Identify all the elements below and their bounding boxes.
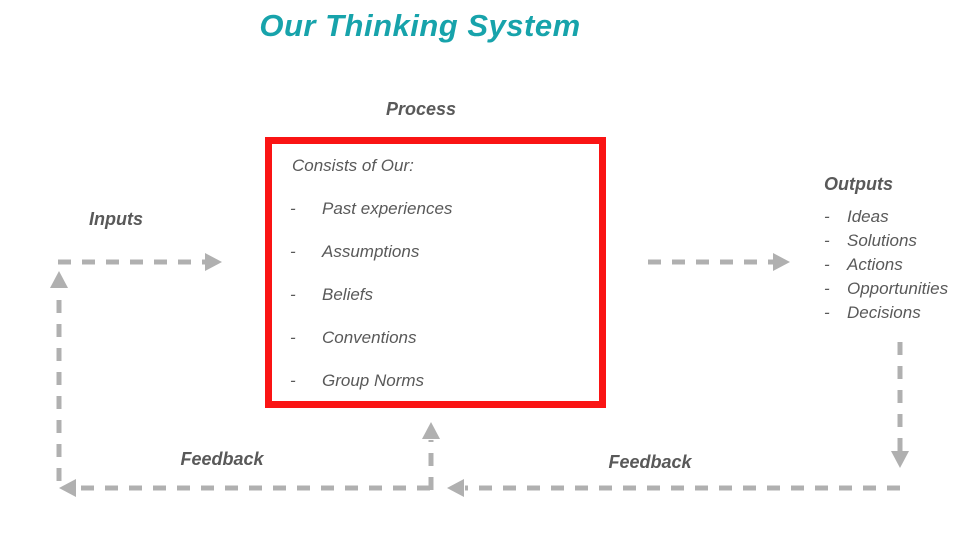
bullet-dash: - — [290, 371, 296, 390]
bullet-dash: - — [290, 242, 296, 261]
process-box-intro: Consists of Our: — [292, 156, 414, 175]
outputs-section: Outputs - Ideas - Solutions - Actions - … — [808, 174, 978, 325]
output-item-label: Ideas — [847, 207, 889, 226]
output-item: - Actions — [808, 253, 978, 277]
output-item-label: Actions — [847, 255, 903, 274]
process-label: Process — [385, 99, 457, 119]
process-item-label: Group Norms — [322, 371, 425, 390]
bullet-dash: - — [824, 279, 830, 298]
process-to-outputs-arrow — [648, 253, 790, 271]
output-item-label: Decisions — [847, 303, 921, 322]
output-item-label: Solutions — [847, 231, 917, 250]
process-item: - Past experiences — [290, 199, 599, 219]
output-item: - Decisions — [808, 301, 978, 325]
process-item-label: Beliefs — [322, 285, 374, 304]
bullet-dash: - — [824, 303, 830, 322]
feedback-up-into-process-arrow — [422, 422, 440, 490]
outputs-label: Outputs — [824, 174, 893, 194]
bullet-dash: - — [290, 199, 296, 218]
process-item-label: Conventions — [322, 328, 417, 347]
inputs-label: Inputs — [89, 209, 143, 229]
output-item: - Opportunities — [808, 277, 978, 301]
bullet-dash: - — [290, 285, 296, 304]
bullet-dash: - — [824, 231, 830, 250]
output-item: - Ideas — [808, 205, 978, 229]
bullet-dash: - — [824, 255, 830, 274]
feedback-right-horizontal-arrow — [447, 479, 900, 497]
feedback-left-vertical-arrow — [50, 271, 68, 481]
inputs-arrow — [58, 253, 222, 271]
process-item-label: Assumptions — [322, 242, 420, 261]
process-item: - Beliefs — [290, 285, 599, 305]
feedback-right-label: Feedback — [608, 452, 692, 472]
page-title: Our Thinking System — [259, 8, 581, 43]
feedback-left-label: Feedback — [180, 449, 264, 469]
process-item: - Assumptions — [290, 242, 599, 262]
outputs-down-arrow — [891, 342, 909, 468]
process-box: Consists of Our: - Past experiences - As… — [265, 137, 606, 408]
process-item: - Group Norms — [290, 371, 599, 391]
process-item-label: Past experiences — [322, 199, 453, 218]
process-item: - Conventions — [290, 328, 599, 348]
feedback-left-horizontal-arrow — [59, 479, 430, 497]
output-item-label: Opportunities — [847, 279, 949, 298]
output-item: - Solutions — [808, 229, 978, 253]
bullet-dash: - — [290, 328, 296, 347]
bullet-dash: - — [824, 207, 830, 226]
